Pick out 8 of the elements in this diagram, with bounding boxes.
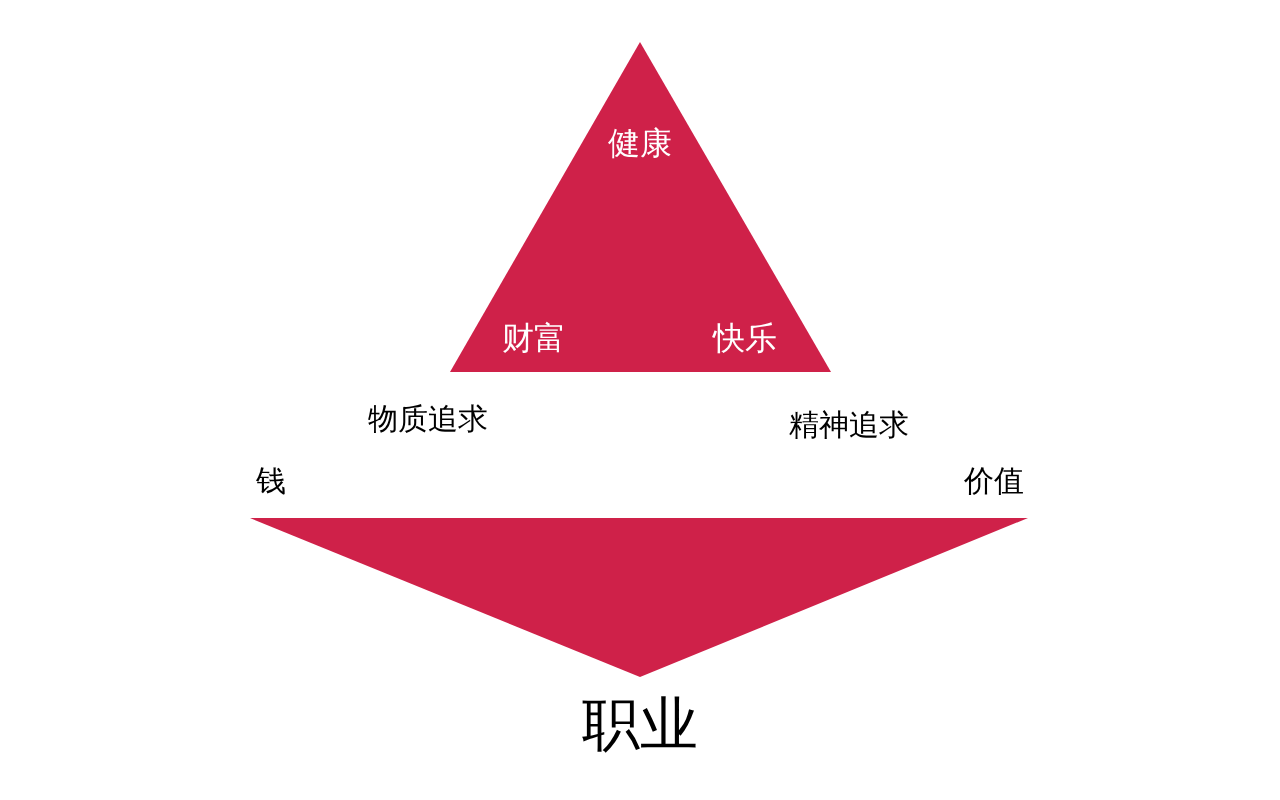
text-label: 钱	[256, 463, 286, 497]
text-label: 精神追求	[789, 407, 909, 441]
text-label: 物质追求	[368, 401, 488, 435]
career-label: 职业	[582, 693, 698, 757]
triangle-label: 健康	[608, 126, 672, 162]
text-label: 价值	[964, 463, 1024, 497]
triangle-label: 快乐	[713, 321, 777, 357]
triangle-label: 财富	[502, 321, 566, 357]
